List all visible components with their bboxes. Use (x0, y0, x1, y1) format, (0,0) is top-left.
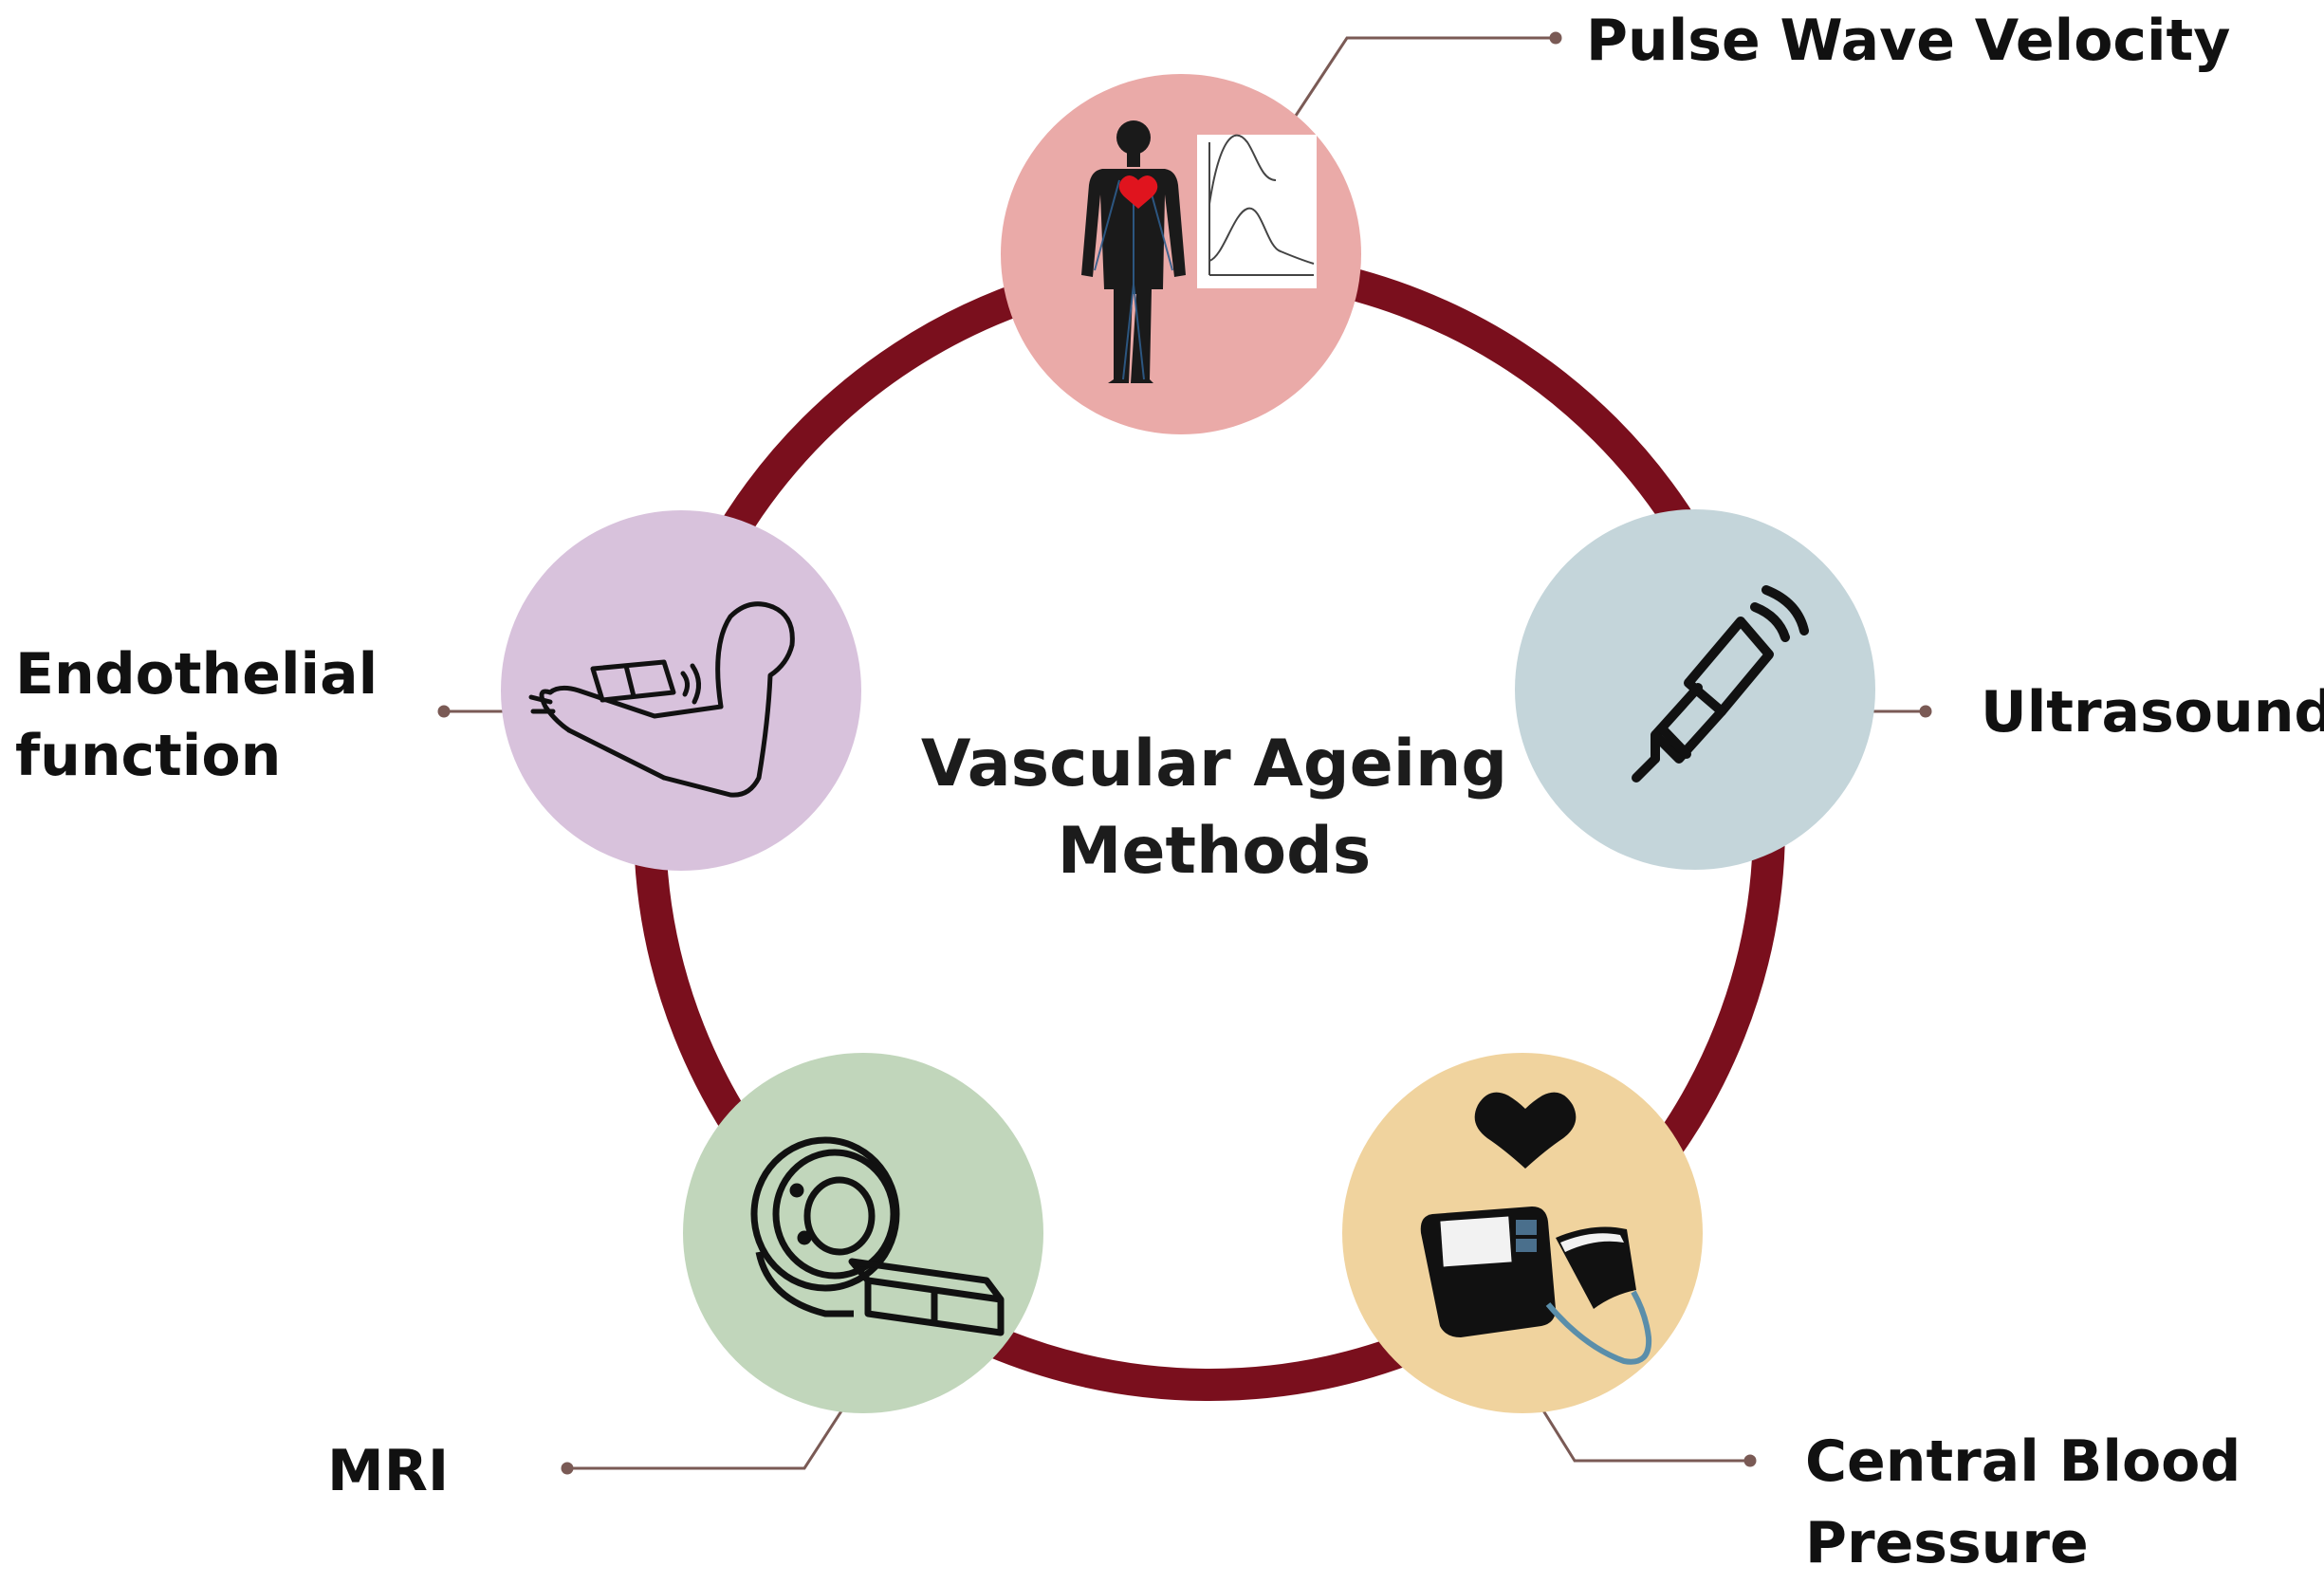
mri-scanner-icon (750, 1136, 1005, 1336)
label-endothelial-function-line-2: function (15, 723, 282, 789)
diagram-center-title: Vascular Ageing Methods (844, 721, 1584, 895)
label-mri: MRI (327, 1438, 450, 1504)
ultrasound-probe-icon (1632, 585, 1809, 783)
node-mri (683, 1053, 1043, 1413)
label-endothelial-function: Endothelial function (15, 634, 378, 797)
label-central-blood-pressure-line-2: Pressure (1805, 1510, 2089, 1576)
node-ultrasound (1515, 509, 1875, 870)
node-endothelial-function (501, 510, 861, 871)
label-ultrasound: Ultrasound (1981, 679, 2324, 746)
center-title-line-2: Methods (1057, 814, 1372, 889)
label-endothelial-function-line-1: Endothelial (15, 641, 378, 708)
arm-ultrasound-icon (528, 601, 795, 798)
label-central-blood-pressure: Central Blood Pressure (1805, 1421, 2241, 1584)
connector-pwv (1290, 31, 1562, 122)
human-body-pulse-wave-icon (1081, 120, 1317, 383)
center-title-line-1: Vascular Ageing (920, 727, 1508, 801)
label-central-blood-pressure-line-1: Central Blood (1805, 1428, 2241, 1495)
blood-pressure-monitor-icon (1420, 1092, 1652, 1365)
label-pulse-wave-velocity: Pulse Wave Velocity (1586, 8, 2231, 74)
node-central-blood-pressure (1342, 1053, 1703, 1413)
node-pulse-wave-velocity (1001, 74, 1361, 434)
connector-mri (561, 1384, 860, 1475)
